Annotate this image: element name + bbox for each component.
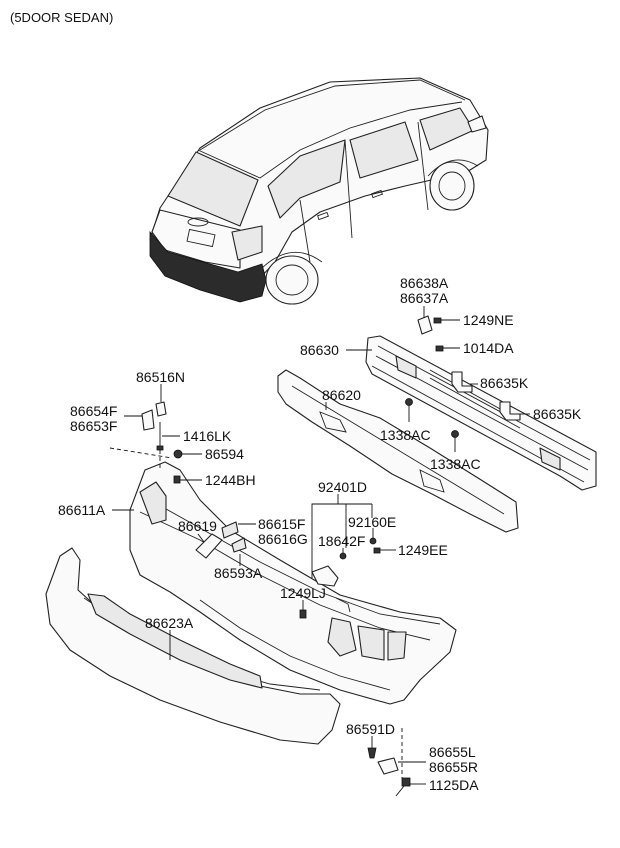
- fastener-86637A: [417, 315, 433, 335]
- nut-86594: [173, 449, 183, 459]
- leader-lines: [109, 306, 530, 785]
- bracket-86654F: [141, 409, 155, 431]
- label-86630: 86630: [300, 342, 339, 358]
- label-1416LK: 1416LK: [183, 428, 232, 444]
- bracket-86593A: [231, 537, 247, 553]
- bracket-86635K-lower: [499, 401, 521, 421]
- screw-1244BH: [173, 475, 181, 484]
- label-92401D: 92401D: [318, 479, 367, 495]
- diagram-title: (5DOOR SEDAN): [10, 10, 113, 25]
- bumper-cover-86611A: [129, 461, 457, 705]
- bracket-86619: [195, 533, 223, 559]
- label-86611A: 86611A: [58, 502, 106, 518]
- label-86623A: 86623A: [145, 615, 194, 631]
- car-illustration: [149, 77, 489, 305]
- label-86638A: 86638A: [400, 275, 449, 291]
- label-86593A: 86593A: [214, 565, 263, 581]
- bolt-1249LJ: [299, 609, 307, 619]
- label-86655R: 86655R: [429, 759, 478, 775]
- label-86654F: 86654F: [70, 403, 117, 419]
- label-86594: 86594: [205, 446, 244, 462]
- label-1249NE: 1249NE: [463, 312, 514, 328]
- label-86516N: 86516N: [136, 369, 185, 385]
- label-1249LJ: 1249LJ: [280, 585, 326, 601]
- bolt-1249NE: [433, 317, 442, 324]
- bracket-86635K-upper: [451, 371, 473, 393]
- label-86591D: 86591D: [346, 721, 395, 737]
- label-1338AC-1: 1338AC: [380, 427, 431, 443]
- label-86619: 86619: [178, 518, 217, 534]
- bolt-1014DA: [435, 345, 444, 352]
- bolt-1125DA: [395, 777, 411, 797]
- bumper-beam-86630: [365, 335, 597, 491]
- part-labels: 86638A 86637A 1249NE 86630 1014DA 86635K…: [58, 275, 582, 793]
- label-86620: 86620: [322, 387, 361, 403]
- bracket-86655L: [377, 757, 399, 775]
- label-86615F: 86615F: [258, 516, 305, 532]
- label-1014DA: 1014DA: [463, 340, 514, 356]
- label-1125DA: 1125DA: [429, 777, 479, 793]
- clip-1338AC-1: [405, 398, 413, 406]
- label-1338AC-2: 1338AC: [430, 456, 481, 472]
- label-18642F: 18642F: [318, 533, 365, 549]
- energy-absorber-86620: [277, 369, 519, 533]
- label-1249EE: 1249EE: [398, 542, 448, 558]
- label-86635K-upper: 86635K: [480, 375, 529, 391]
- label-1244BH: 1244BH: [205, 472, 256, 488]
- reflector-86615F: [221, 521, 239, 539]
- label-86635K-lower: 86635K: [533, 406, 582, 422]
- rear-fog-lamp-92401D: [311, 537, 381, 587]
- label-92160E: 92160E: [348, 514, 396, 530]
- label-86653F: 86653F: [70, 418, 117, 434]
- clip-1338AC-2: [451, 430, 459, 438]
- clip-86516N: [155, 401, 167, 417]
- label-86655L: 86655L: [429, 744, 476, 760]
- label-86637A: 86637A: [400, 290, 449, 306]
- bumper-bottom-86623A: [45, 547, 341, 745]
- label-86616G: 86616G: [258, 531, 308, 547]
- clip-86591D: [367, 747, 377, 759]
